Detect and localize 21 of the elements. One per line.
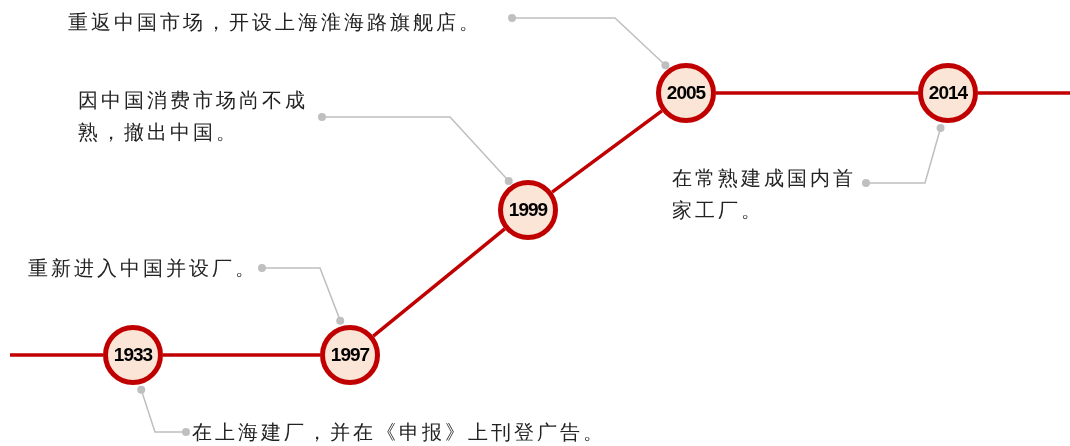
timeline-line [551,109,663,194]
timeline-line [163,353,320,357]
year-circle: 1997 [320,325,380,385]
year-circle: 2014 [918,63,978,123]
leader-line [318,113,513,185]
event-note: 在常熟建成国内首家工厂。 [672,162,862,226]
timeline-line [978,91,1070,95]
event-note: 因中国消费市场尚不成熟，撤出中国。 [78,84,318,148]
timeline-line [10,353,103,357]
event-note: 重新进入中国并设厂。 [28,252,258,284]
year-circle: 1933 [103,325,163,385]
event-note: 在上海建厂，并在《申报》上刊登广告。 [192,416,632,446]
year-circle: 2005 [656,63,716,123]
timeline-line [716,91,918,95]
year-circle: 1999 [498,180,558,240]
leader-line [862,124,945,187]
leader-line [137,385,190,436]
event-note: 重返中国市场，开设上海淮海路旗舰店。 [68,6,508,38]
leader-line [258,264,345,325]
leader-line [508,14,670,70]
timeline-line [372,227,506,338]
